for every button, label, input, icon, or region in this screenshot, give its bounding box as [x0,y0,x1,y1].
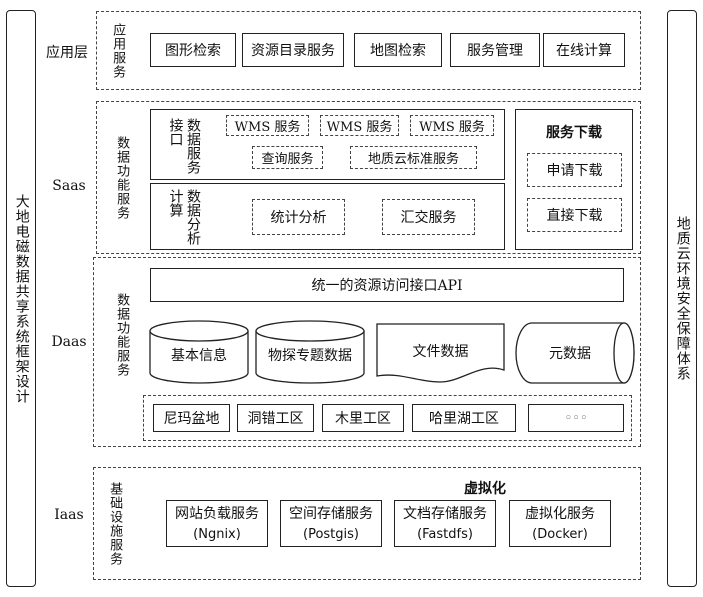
iaas-service-document-storage [394,500,496,547]
iaas-service-spatial-storage-tech: (Postgis) [303,526,359,542]
metadata-cylinder [515,322,635,384]
basic-info-cylinder [149,320,249,384]
app-layer-label: 应用层 [46,45,88,61]
store-metadata: 元数据 [549,346,591,362]
store-file-data: 文件数据 [412,344,469,360]
geo-cloud-standard-service: 地质云标准服务 [350,146,477,169]
submission-service: 汇交服务 [382,199,475,235]
statistics-analysis: 统计分析 [252,199,345,235]
direct-download: 直接下载 [527,198,622,232]
area-muli: 木里工区 [322,404,404,432]
left-title: 大地电磁数据共享系统框架设计 [13,193,30,404]
iaas-service-document-storage-tech: (Fastdfs) [417,526,473,542]
iaas-service-load-balancing [166,500,268,547]
area-dongcuo: 洞错工区 [237,404,314,432]
store-basic-info: 基本信息 [171,348,227,364]
saas-interface-label: 数据服务接口 [167,118,202,174]
file-data-document [376,323,505,383]
right-title-box: 地质云环境安全保障体系 [667,10,697,587]
area-more: ◦◦◦ [528,404,624,432]
right-title: 地质云环境安全保障体系 [674,216,691,381]
area-nima-basin: 尼玛盆地 [153,404,230,432]
iaas-base-label: 基础设施服务 [107,482,123,566]
app-item-resource-directory: 资源目录服务 [242,33,344,67]
wms-service-3: WMS 服务 [410,115,494,136]
app-item-online-compute: 在线计算 [543,33,625,67]
saas-analysis-label: 数据分析计算 [167,189,202,245]
iaas-service-spatial-storage-name: 空间存储服务 [289,506,373,522]
app-service-label: 应用服务 [110,23,126,79]
iaas-service-spatial-storage [280,500,382,547]
store-geophysical-data: 物探专题数据 [268,348,352,364]
query-service: 查询服务 [252,146,323,169]
geophysical-data-cylinder [255,320,365,384]
wms-service-2: WMS 服务 [320,115,399,136]
saas-func-label: 数据功能服务 [114,136,130,220]
left-title-box: 大地电磁数据共享系统框架设计 [6,10,36,587]
daas-label: Daas [51,334,87,350]
daas-func-label: 数据功能服务 [114,293,130,377]
iaas-service-document-storage-name: 文档存储服务 [403,506,487,522]
app-item-service-management: 服务管理 [450,33,540,67]
iaas-service-virtualization-name: 虚拟化服务 [525,506,595,522]
iaas-service-load-balancing-tech: (Ngnix) [193,526,241,542]
unified-api: 统一的资源访问接口API [150,268,624,302]
area-halihu: 哈里湖工区 [412,404,516,432]
virtualization-title: 虚拟化 [464,481,506,497]
apply-download: 申请下载 [527,153,622,187]
iaas-label: Iaas [54,507,84,523]
wms-service-1: WMS 服务 [226,115,309,136]
app-item-graphic-search: 图形检索 [150,33,236,67]
iaas-service-virtualization [509,500,611,547]
saas-label: Saas [52,178,86,194]
app-item-map-search: 地图检索 [354,33,442,67]
download-title: 服务下载 [546,125,602,141]
iaas-service-virtualization-tech: (Docker) [532,526,588,542]
iaas-service-load-balancing-name: 网站负载服务 [175,506,259,522]
